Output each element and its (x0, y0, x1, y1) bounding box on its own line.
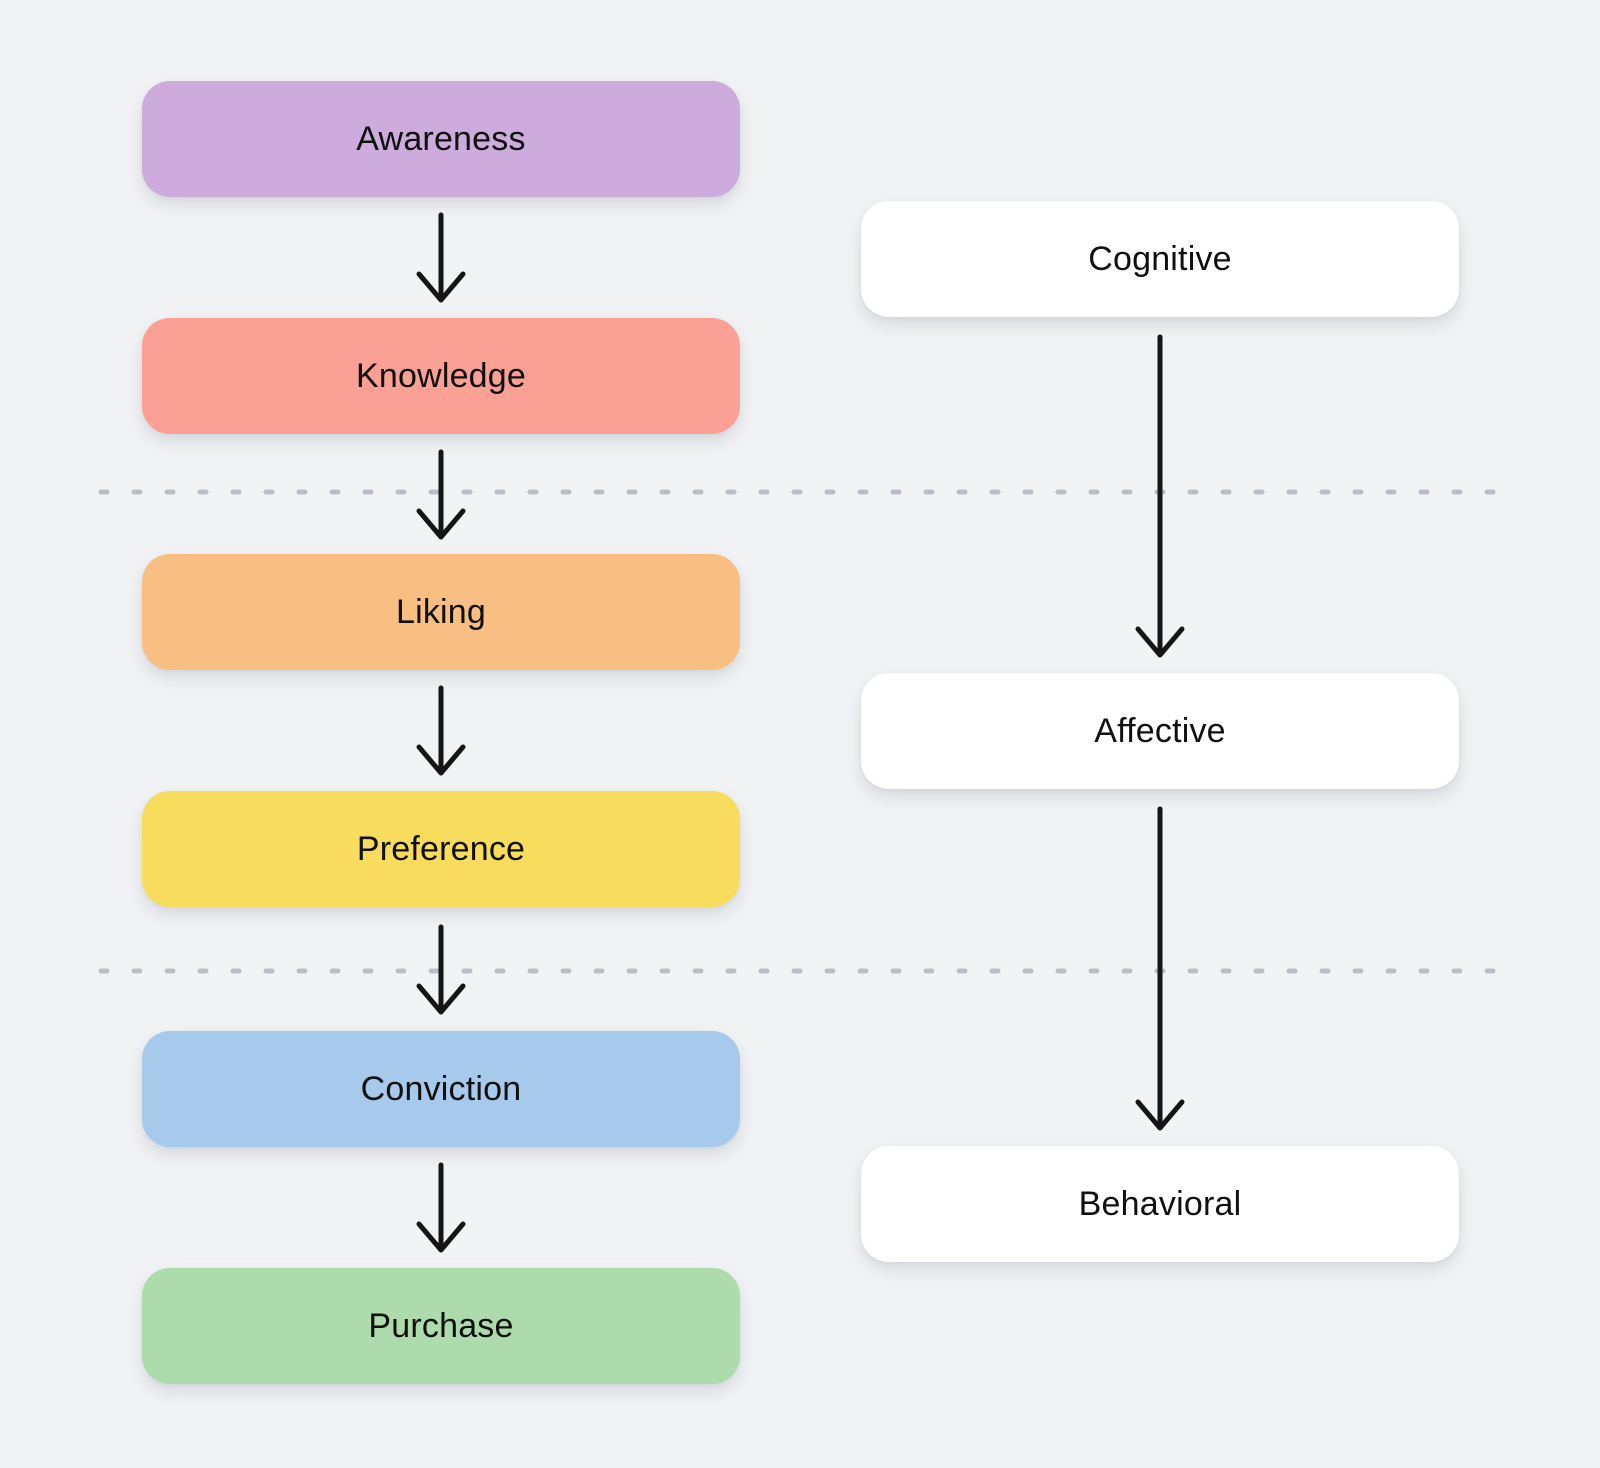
phase-label-cognitive: Cognitive (1088, 239, 1232, 278)
down-arrow-conviction-to-purchase (416, 1162, 466, 1253)
down-arrow-cognitive-to-affective (1135, 334, 1185, 658)
stage-box-liking: Liking (142, 554, 740, 670)
stage-box-conviction: Conviction (142, 1031, 740, 1147)
stage-label-purchase: Purchase (368, 1306, 514, 1345)
down-arrow-liking-to-preference (416, 685, 466, 776)
stage-label-liking: Liking (395, 592, 487, 631)
stage-box-preference: Preference (142, 791, 740, 907)
phase-box-behavioral: Behavioral (861, 1146, 1459, 1262)
stage-label-conviction: Conviction (360, 1069, 522, 1108)
down-arrow-knowledge-to-liking (416, 449, 466, 540)
stage-label-knowledge: Knowledge (355, 356, 527, 395)
phase-label-behavioral: Behavioral (1078, 1184, 1242, 1223)
stage-box-purchase: Purchase (142, 1268, 740, 1384)
phase-box-cognitive: Cognitive (861, 201, 1459, 317)
down-arrow-affective-to-behavioral (1135, 806, 1185, 1131)
phase-box-affective: Affective (861, 673, 1459, 789)
stage-box-knowledge: Knowledge (142, 318, 740, 434)
down-arrow-preference-to-conviction (416, 924, 466, 1015)
phase-label-affective: Affective (1094, 711, 1226, 750)
stage-label-awareness: Awareness (356, 119, 526, 158)
stage-box-awareness: Awareness (142, 81, 740, 197)
down-arrow-awareness-to-knowledge (416, 212, 466, 303)
stage-label-preference: Preference (356, 829, 526, 868)
